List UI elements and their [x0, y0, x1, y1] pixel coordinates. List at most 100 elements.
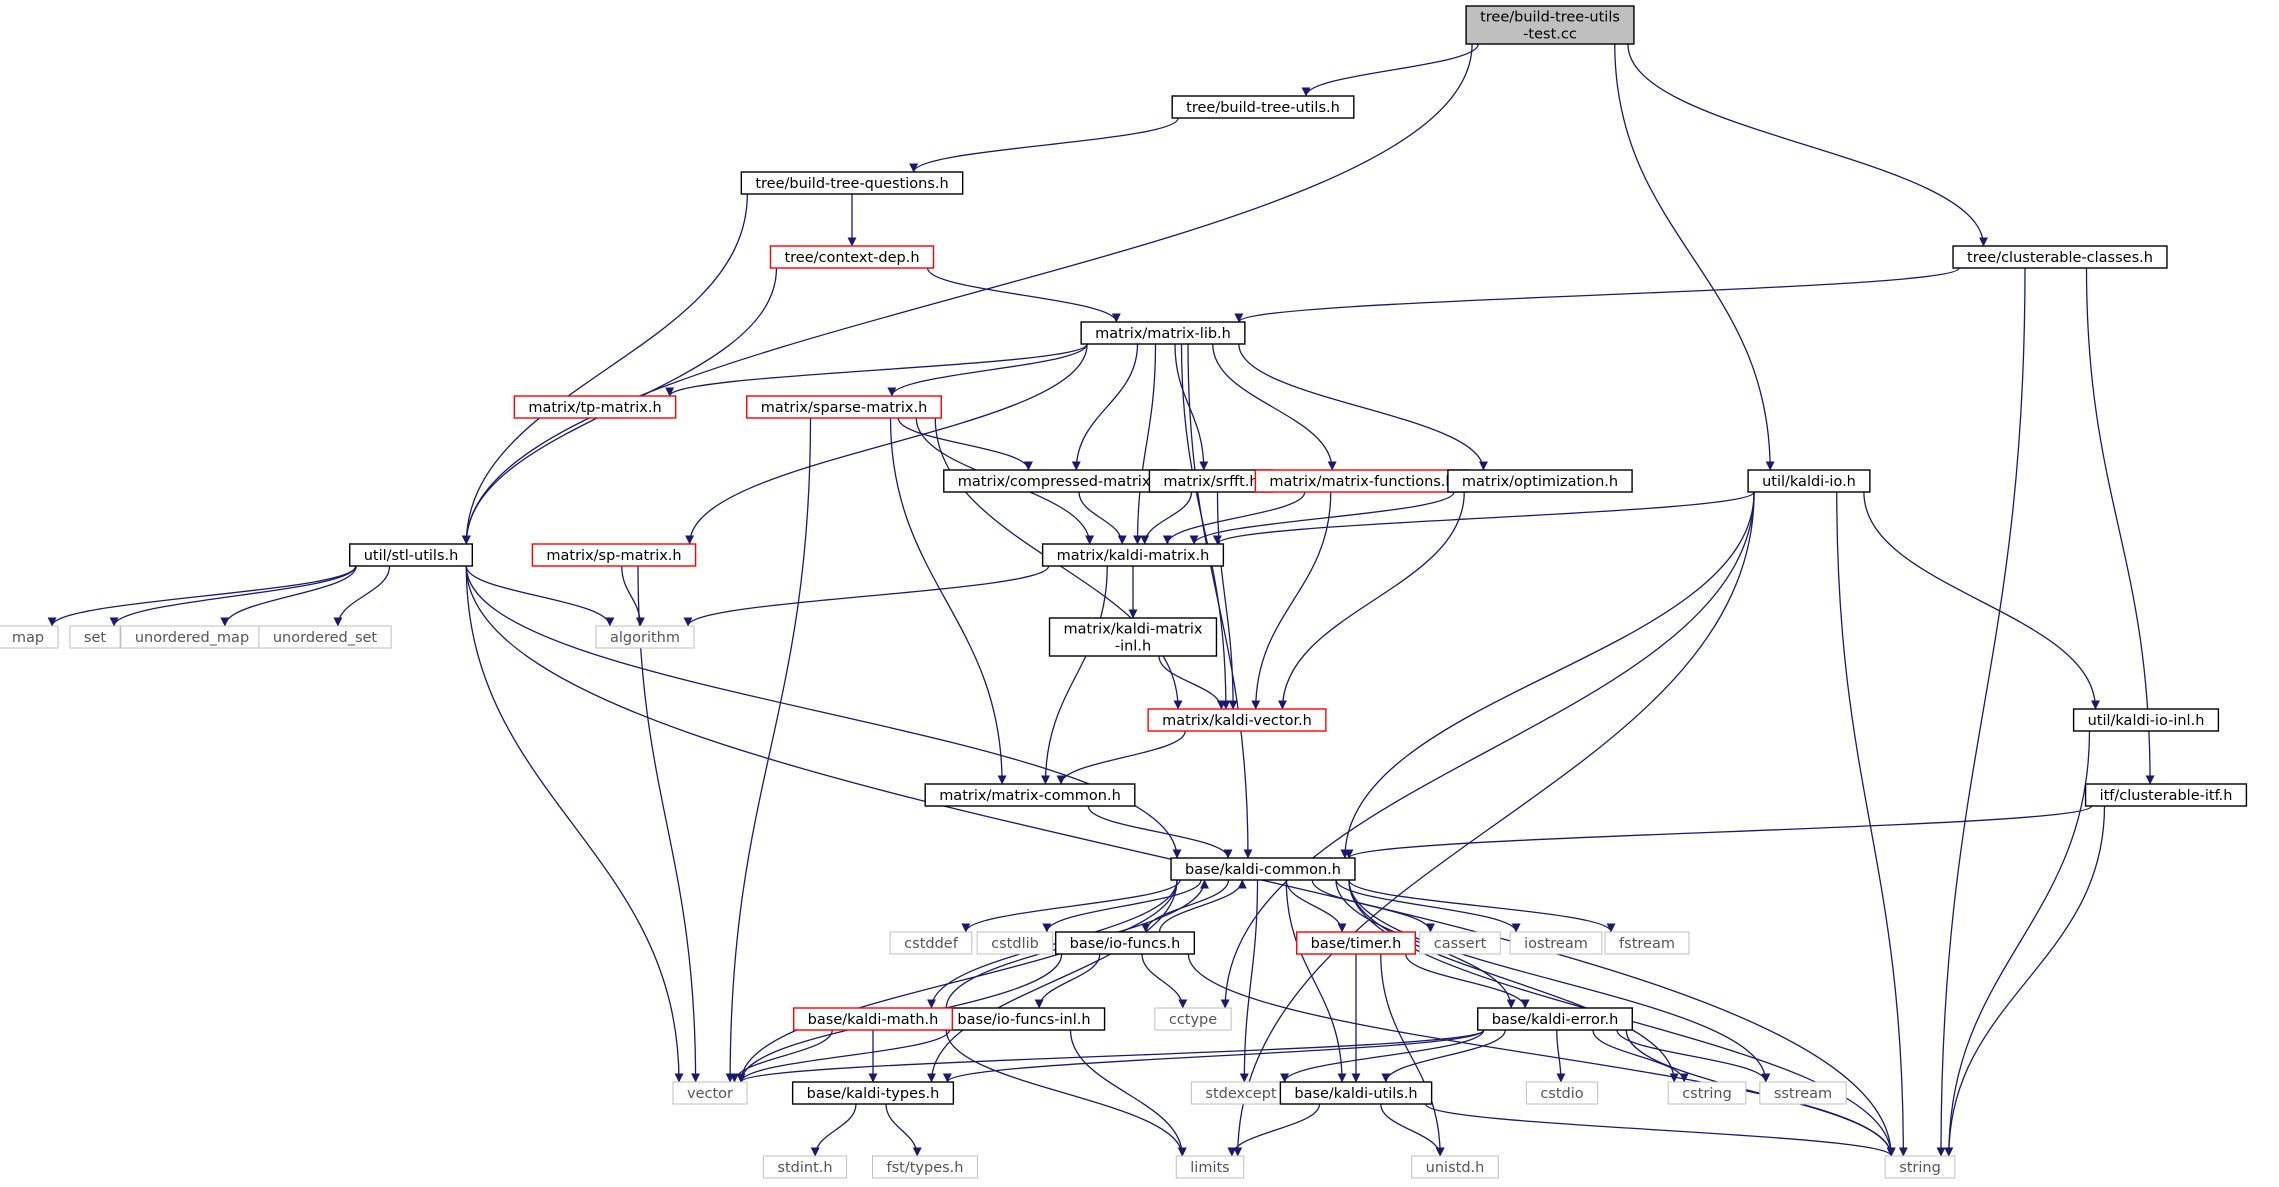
- node-vector: vector: [672, 1081, 748, 1105]
- node-label: base/kaldi-math.h: [808, 1012, 939, 1028]
- edge-kaldi-io-to-kaldi-io-inl: [1863, 491, 2100, 710]
- node-label: sstream: [1774, 1086, 1832, 1102]
- node-cstdlib: cstdlib: [976, 931, 1054, 955]
- node-matrix-lib[interactable]: matrix/matrix-lib.h: [1080, 321, 1246, 345]
- edge-kaldi-common-to-io-funcs: [1141, 879, 1230, 933]
- node-box: [595, 625, 695, 649]
- node-kaldi-common[interactable]: base/kaldi-common.h: [1170, 857, 1356, 881]
- edge-kaldi-matrix-to-matrix-common: [1040, 565, 1108, 785]
- node-label: base/io-funcs-inl.h: [957, 1012, 1090, 1028]
- node-set: set: [69, 625, 121, 649]
- node-kaldi-error[interactable]: base/kaldi-error.h: [1477, 1007, 1633, 1031]
- edge-kaldi-common-to-cassert: [1311, 879, 1435, 933]
- node-label: tree/clusterable-classes.h: [1967, 250, 2153, 266]
- node-label: stdexcept: [1205, 1086, 1277, 1102]
- edge-optimization-to-kaldi-matrix: [1189, 491, 1455, 545]
- node-tp-matrix[interactable]: matrix/tp-matrix.h: [513, 395, 677, 419]
- node-kaldi-io-inl[interactable]: util/kaldi-io-inl.h: [2072, 708, 2220, 732]
- edge-kaldi-vector-to-matrix-common: [1056, 730, 1186, 785]
- node-clusterable-classes[interactable]: tree/clusterable-classes.h: [1952, 245, 2168, 269]
- node-context-dep[interactable]: tree/context-dep.h: [769, 245, 935, 269]
- node-matrix-functions[interactable]: matrix/matrix-functions.h: [1254, 469, 1470, 493]
- node-build-tree-questions[interactable]: tree/build-tree-questions.h: [740, 171, 964, 195]
- node-cassert: cassert: [1419, 931, 1501, 955]
- node-box: [1604, 931, 1690, 955]
- edge-kaldi-io-to-limits: [1233, 491, 1755, 1157]
- node-box: [1171, 95, 1355, 119]
- node-sparse-matrix[interactable]: matrix/sparse-matrix.h: [746, 395, 942, 419]
- node-box: [2084, 783, 2248, 807]
- node-label: set: [84, 630, 106, 646]
- edge-matrix-lib-to-tp-matrix: [665, 343, 1088, 397]
- node-box: [672, 1081, 748, 1105]
- node-unordered-map: unordered_map: [120, 625, 264, 649]
- edge-clusterable-itf-to-kaldi-common: [1344, 805, 2093, 859]
- edge-srfft-to-kaldi-matrix: [1140, 491, 1193, 545]
- edges-layer: [47, 43, 2155, 1157]
- node-box: [740, 171, 964, 195]
- node-label: base/timer.h: [1311, 936, 1402, 952]
- node-stdexcept: stdexcept: [1190, 1081, 1292, 1105]
- edge-kaldi-io-to-kaldi-matrix: [1213, 491, 1755, 545]
- edge-kaldi-common-to-kaldi-utils: [1285, 879, 1347, 1083]
- edge-build-tree-utils-to-build-tree-questions: [909, 117, 1179, 173]
- node-label: cstdio: [1540, 1086, 1583, 1102]
- node-box: [1080, 321, 1246, 345]
- node-label: matrix/sp-matrix.h: [546, 548, 681, 564]
- edge-stl-utils-to-unordered-map: [220, 565, 357, 627]
- node-io-funcs-inl[interactable]: base/io-funcs-inl.h: [942, 1007, 1106, 1031]
- edge-optimization-to-kaldi-vector: [1277, 491, 1465, 710]
- node-label: string: [1899, 1160, 1941, 1176]
- node-label: tree/build-tree-questions.h: [755, 176, 948, 192]
- node-srfft[interactable]: matrix/srfft.h: [1148, 469, 1274, 493]
- node-root[interactable]: tree/build-tree-utils-test.cc: [1465, 5, 1635, 45]
- node-kaldi-math[interactable]: base/kaldi-math.h: [792, 1007, 954, 1031]
- edge-io-funcs-inl-to-vector: [736, 1029, 951, 1083]
- node-kaldi-io[interactable]: util/kaldi-io.h: [1747, 469, 1871, 493]
- node-box: [1525, 1081, 1599, 1105]
- edge-kaldi-utils-to-limits: [1227, 1103, 1321, 1157]
- edge-kaldi-common-to-fstream: [1348, 879, 1616, 933]
- node-box: [1295, 931, 1417, 955]
- node-box: [1952, 245, 2168, 269]
- node-label: unordered_map: [135, 630, 249, 646]
- edge-kaldi-common-to-stdexcept: [1239, 879, 1259, 1083]
- node-stl-utils[interactable]: util/stl-utils.h: [348, 543, 474, 567]
- node-matrix-common[interactable]: matrix/matrix-common.h: [924, 783, 1136, 807]
- node-build-tree-utils[interactable]: tree/build-tree-utils.h: [1171, 95, 1355, 119]
- node-kaldi-vector[interactable]: matrix/kaldi-vector.h: [1147, 708, 1327, 732]
- node-optimization[interactable]: matrix/optimization.h: [1447, 469, 1633, 493]
- node-label: util/stl-utils.h: [364, 548, 459, 564]
- node-label: stdint.h: [777, 1160, 832, 1176]
- node-label: matrix/matrix-functions.h: [1269, 474, 1454, 490]
- node-box: [762, 1155, 848, 1179]
- edge-matrix-lib-to-kaldi-common: [1187, 343, 1253, 859]
- node-compressed-matrix[interactable]: matrix/compressed-matrix.h: [943, 469, 1179, 493]
- node-io-funcs[interactable]: base/io-funcs.h: [1054, 931, 1196, 955]
- node-kaldi-types[interactable]: base/kaldi-types.h: [791, 1081, 955, 1105]
- node-box: [976, 931, 1054, 955]
- node-kaldi-utils[interactable]: base/kaldi-utils.h: [1279, 1081, 1433, 1105]
- node-label: cstring: [1682, 1086, 1732, 1102]
- edge-build-tree-questions-to-stl-utils: [461, 193, 748, 545]
- node-clusterable-itf[interactable]: itf/clusterable-itf.h: [2084, 783, 2248, 807]
- node-cctype: cctype: [1154, 1007, 1232, 1031]
- node-box: [1054, 931, 1196, 955]
- node-kaldi-matrix-inl[interactable]: matrix/kaldi-matrix-inl.h: [1048, 617, 1218, 657]
- node-timer[interactable]: base/timer.h: [1295, 931, 1417, 955]
- node-label: cassert: [1434, 936, 1487, 952]
- edge-sparse-matrix-to-vector: [725, 417, 812, 1083]
- edge-matrix-lib-to-sparse-matrix: [887, 343, 1088, 397]
- node-box: [348, 543, 474, 567]
- edge-kaldi-common-to-kaldi-types: [927, 879, 1178, 1083]
- edge-sparse-matrix-to-compressed-matrix: [897, 417, 1033, 471]
- node-box: [1147, 708, 1327, 732]
- node-box: [872, 1155, 978, 1179]
- edge-timer-to-kaldi-error: [1405, 953, 1530, 1009]
- node-sp-matrix[interactable]: matrix/sp-matrix.h: [531, 543, 697, 567]
- edge-kaldi-error-to-cstdio: [1556, 1029, 1566, 1083]
- node-kaldi-matrix[interactable]: matrix/kaldi-matrix.h: [1041, 543, 1225, 567]
- node-label: matrix/matrix-common.h: [939, 788, 1121, 804]
- node-box: [513, 395, 677, 419]
- node-label: itf/clusterable-itf.h: [2100, 788, 2233, 804]
